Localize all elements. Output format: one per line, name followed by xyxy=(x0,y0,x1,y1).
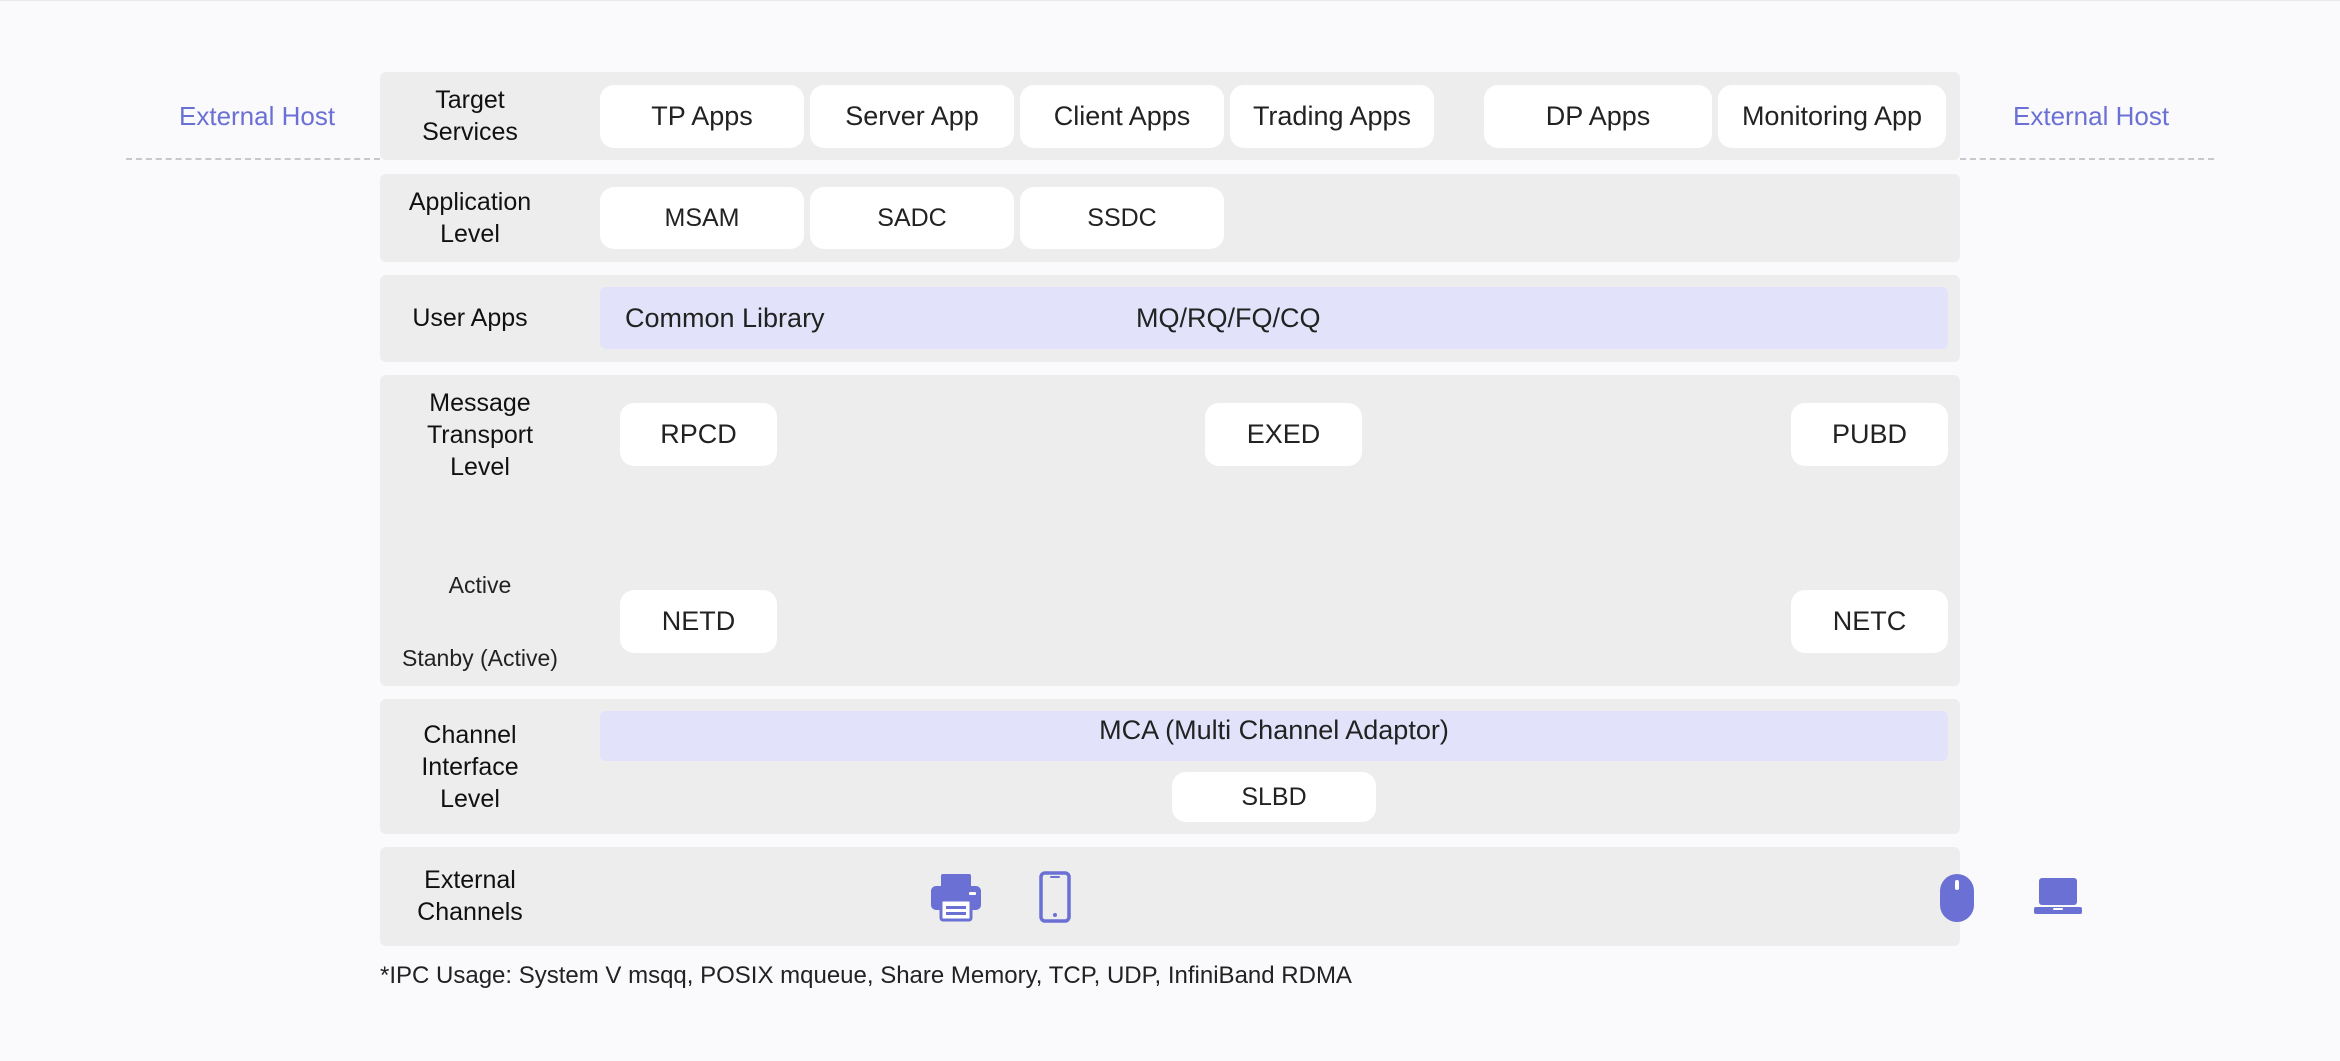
sadc-box: SADC xyxy=(810,187,1014,249)
user-apps-label: User Apps xyxy=(412,304,528,332)
top-border xyxy=(0,0,2340,1)
monitoring-app-box: Monitoring App xyxy=(1718,85,1946,148)
mca-bar: MCA (Multi Channel Adaptor) xyxy=(600,711,1948,761)
external-host-right-label: External Host xyxy=(2013,101,2170,131)
active-label: Active xyxy=(448,572,512,598)
smartphone-icon xyxy=(1039,871,1071,923)
tp-apps-box: TP Apps xyxy=(600,85,804,148)
user-apps-panel: User Apps Common Library MQ/RQ/FQ/CQ xyxy=(380,275,1960,362)
channel-interface-label: Channel Interface Level xyxy=(421,721,519,813)
channel-interface-panel: Channel Interface Level MCA (Multi Chann… xyxy=(380,699,1960,834)
exed-box: EXED xyxy=(1205,403,1362,466)
laptop-icon xyxy=(2034,878,2082,914)
application-level-panel: Application Level MSAM SADC SSDC xyxy=(380,174,1960,262)
external-channels-panel: External Channels xyxy=(380,847,2082,946)
rpcd-box: RPCD xyxy=(620,403,777,466)
printer-icon xyxy=(931,874,981,922)
host-boundary-right xyxy=(1960,158,2214,160)
msam-box: MSAM xyxy=(600,187,804,249)
ipc-usage-footnote: *IPC Usage: System V msqq, POSIX mqueue,… xyxy=(380,962,1352,989)
user-apps-bar: Common Library MQ/RQ/FQ/CQ xyxy=(600,287,1948,349)
target-services-label: Target Services xyxy=(422,86,518,146)
message-transport-label: Message Transport Level xyxy=(426,389,534,481)
application-level-label: Application Level xyxy=(408,188,532,248)
client-apps-box: Client Apps xyxy=(1020,85,1224,148)
trading-apps-box: Trading Apps xyxy=(1230,85,1434,148)
pubd-box: PUBD xyxy=(1791,403,1948,466)
external-channels-label: External Channels xyxy=(417,866,523,926)
slbd-box: SLBD xyxy=(1172,772,1376,822)
standby-label: Stanby (Active) xyxy=(402,645,558,671)
target-services-panel: Target Services TP Apps Server App Clien… xyxy=(380,72,1960,160)
host-boundary-left xyxy=(126,158,380,160)
server-app-box: Server App xyxy=(810,85,1014,148)
queues-label: MQ/RQ/FQ/CQ xyxy=(1136,303,1321,333)
netc-box: NETC xyxy=(1791,590,1948,653)
external-host-left-label: External Host xyxy=(179,101,336,131)
common-library-label: Common Library xyxy=(625,303,825,333)
ssdc-box: SSDC xyxy=(1020,187,1224,249)
dp-apps-box: DP Apps xyxy=(1484,85,1712,148)
netd-box: NETD xyxy=(620,590,777,653)
mouse-icon xyxy=(1940,874,1974,922)
message-transport-panel: Message Transport Level RPCD EXED PUBD A… xyxy=(380,375,1960,686)
